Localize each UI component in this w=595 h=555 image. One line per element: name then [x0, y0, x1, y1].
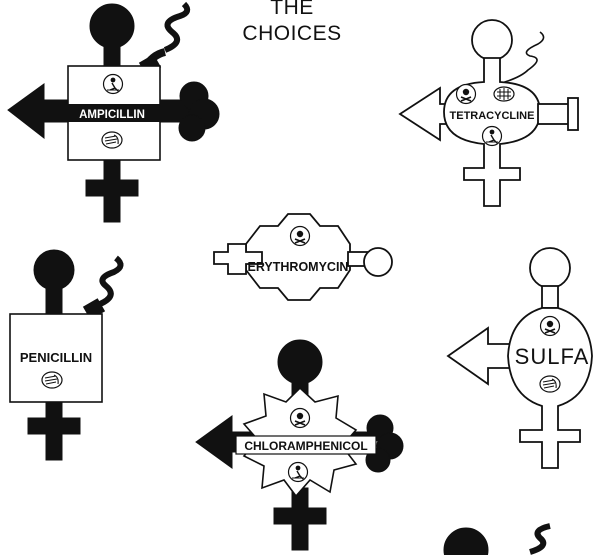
ampicillin-arrow — [7, 83, 71, 140]
ampicillin-symbol: AMPICILLIN — [7, 1, 220, 223]
tetracycline-top-circle — [471, 19, 513, 61]
penicillin-symbol: PENICILLIN — [9, 249, 124, 461]
tetracycline-squiggle — [497, 31, 545, 85]
tetracycline-label: TETRACYCLINE — [450, 110, 535, 122]
sulfa-top-circle — [529, 247, 571, 289]
partial-top-circle — [443, 527, 489, 555]
person-icon — [102, 73, 124, 95]
hand-icon — [41, 371, 63, 389]
sulfa-symbol: SULFA — [446, 247, 593, 469]
hand-icon — [539, 375, 561, 393]
erythromycin-gear — [245, 213, 351, 301]
skull-icon — [289, 407, 311, 429]
person-icon — [287, 461, 309, 483]
sulfa-label: SULFA — [515, 344, 590, 369]
erythromycin-label: ERYTHROMYCIN — [248, 260, 349, 274]
penicillin-squiggle — [98, 255, 124, 307]
title-line2: CHOICES — [242, 22, 341, 45]
tooth-icon — [493, 86, 515, 102]
ampicillin-label: AMPICILLIN — [79, 109, 145, 121]
ampicillin-squiggle — [163, 1, 191, 53]
partial-symbol — [443, 523, 551, 555]
chloramphenicol-label: CHLORAMPHENICOL — [244, 439, 367, 453]
erythromycin-circle — [363, 247, 393, 277]
tetracycline-symbol: TETRACYCLINE — [398, 19, 579, 207]
penicillin-label: PENICILLIN — [20, 350, 92, 365]
skull-icon — [455, 83, 477, 105]
person-icon — [481, 125, 503, 147]
erythromycin-symbol: ERYTHROMYCIN — [213, 213, 393, 301]
skull-icon — [289, 225, 311, 247]
partial-squiggle — [529, 523, 551, 555]
skull-icon — [539, 315, 561, 337]
chloramphenicol-symbol: CHLORAMPHENICOL — [195, 339, 404, 551]
title-line1: THE — [270, 0, 314, 19]
hand-icon — [101, 131, 123, 149]
erythromycin-cross — [213, 243, 263, 275]
